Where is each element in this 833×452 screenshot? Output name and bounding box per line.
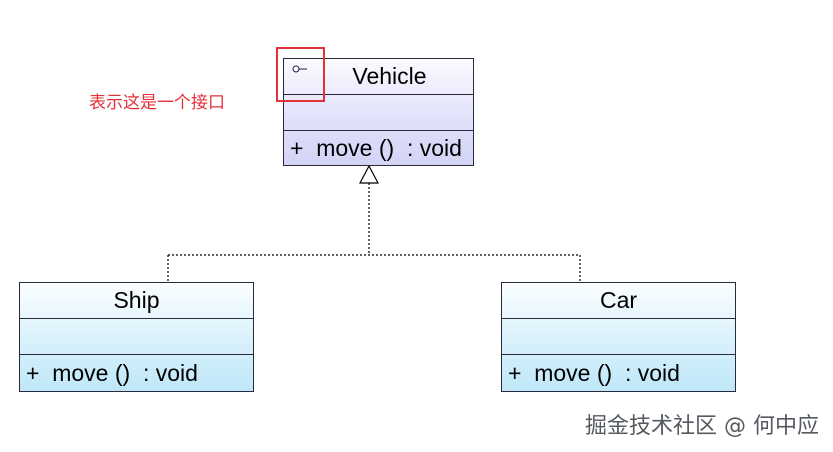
ship-class-name: Ship [20,283,253,319]
interface-highlight-box [276,47,325,102]
car-operation: + move () : void [508,359,680,386]
ship-operation: + move () : void [26,359,198,386]
ship-class-box[interactable]: Ship + move () : void [19,282,254,392]
realization-arrowhead [359,164,379,184]
vehicle-operation: + move () : void [290,134,462,161]
car-class-box[interactable]: Car + move () : void [501,282,736,392]
interface-annotation: 表示这是一个接口 [89,93,225,113]
ship-attributes-section [20,319,253,355]
car-class-name: Car [502,283,735,319]
watermark: 掘金技术社区 @ 何中应 [585,414,819,439]
interface-lollipop-icon [292,65,307,73]
vehicle-attributes-section [284,95,473,131]
vehicle-interface-box[interactable]: Vehicle + move () : void [283,58,474,166]
vehicle-class-name: Vehicle [284,59,473,95]
car-attributes-section [502,319,735,355]
